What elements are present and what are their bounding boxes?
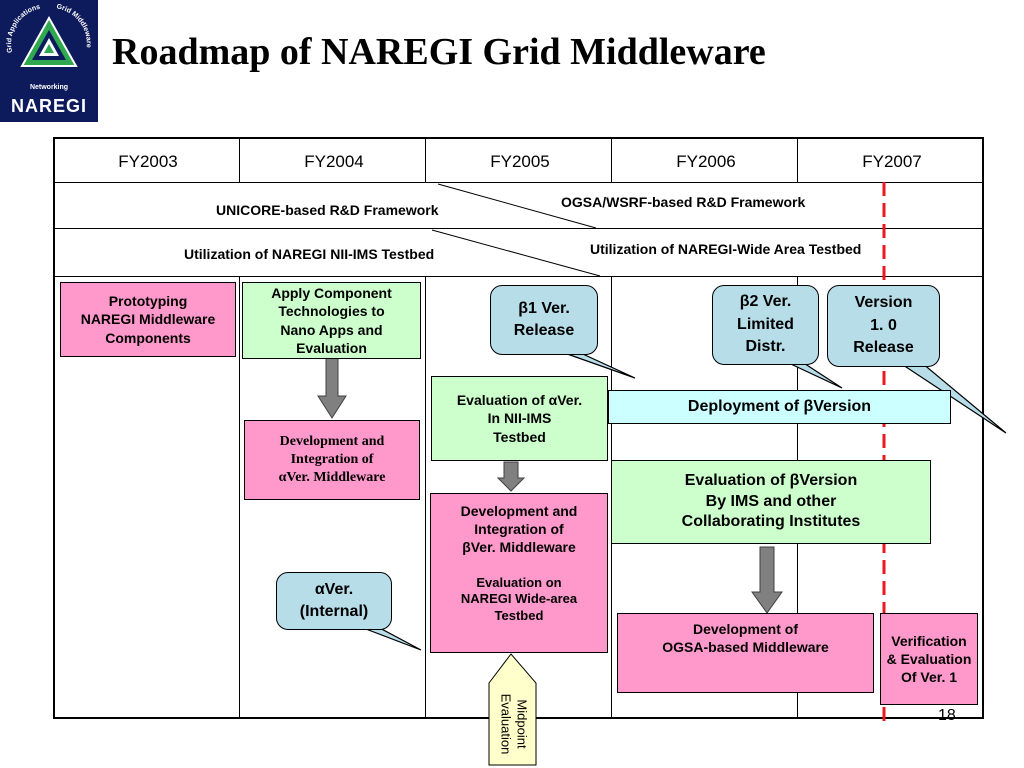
logo-wordmark: NAREGI	[10, 96, 87, 116]
beta2-distr-text: β2 Ver. Limited Distr.	[737, 293, 794, 356]
nii-ims-testbed-label: Utilization of NAREGI NII-IMS Testbed	[184, 246, 435, 262]
dev-alpha-box: Development and Integration of αVer. Mid…	[244, 420, 420, 500]
year-header-fy2005: FY2005	[490, 152, 550, 171]
apply-component-text: Apply Component Technologies to Nano App…	[271, 285, 392, 356]
year-header-fy2006: FY2006	[676, 152, 736, 171]
alpha-internal-text: αVer. (Internal)	[299, 580, 369, 620]
apply-component-box: Apply Component Technologies to Nano App…	[242, 282, 421, 359]
unicore-framework-label: UNICORE-based R&D Framework	[216, 202, 439, 218]
column-divider	[425, 137, 426, 182]
year-header-fy2004: FY2004	[304, 152, 364, 171]
dev-beta-box: Development and Integration of βVer. Mid…	[430, 493, 608, 653]
beta1-release-text: β1 Ver. Release	[513, 299, 575, 339]
deploy-beta-box: Deployment of βVersion	[608, 390, 951, 424]
naregi-emblem-icon: Grid Applications Grid Middleware	[6, 3, 92, 67]
logo-networking: Networking	[29, 84, 69, 91]
column-divider	[239, 137, 240, 182]
column-divider	[425, 276, 426, 719]
beta1-release-callout: β1 Ver. Release	[490, 285, 598, 355]
page-number: 18	[938, 707, 956, 724]
dev-alpha-text: Development and Integration of αVer. Mid…	[278, 433, 386, 486]
verification-box: Verification & Evaluation Of Ver. 1	[880, 613, 978, 705]
eval-alpha-box: Evaluation of αVer. In NII-IMS Testbed	[431, 376, 608, 461]
down-arrow-icon	[317, 357, 347, 419]
verification-text: Verification & Evaluation Of Ver. 1	[886, 632, 972, 686]
testbed-transition-line	[431, 229, 601, 277]
version1-release-text: Version 1. 0 Release	[853, 294, 914, 357]
year-header-fy2007: FY2007	[862, 152, 922, 171]
eval-beta-text: Evaluation of βVersion By IMS and other …	[681, 471, 861, 531]
alpha-internal-callout: αVer. (Internal)	[276, 572, 392, 630]
ogsa-framework-label: OGSA/WSRF-based R&D Framework	[561, 194, 806, 210]
dev-ogsa-box: Development of OGSA-based Middleware	[617, 613, 874, 693]
framework-transition-line	[437, 183, 597, 229]
wide-area-testbed-label: Utilization of NAREGI-Wide Area Testbed	[590, 241, 862, 257]
deploy-beta-text: Deployment of βVersion	[687, 397, 872, 415]
prototyping-box: Prototyping NAREGI Middleware Components	[60, 282, 236, 357]
midpoint-evaluation-label: Midpoint Evaluation	[489, 683, 537, 765]
column-divider	[797, 137, 798, 182]
page-title: Roadmap of NAREGI Grid Middleware	[112, 31, 766, 73]
beta2-distr-callout: β2 Ver. Limited Distr.	[712, 285, 819, 365]
naregi-logo: Grid Applications Grid Middleware	[0, 0, 98, 122]
dev-ogsa-text: Development of OGSA-based Middleware	[662, 621, 829, 656]
midpoint-evaluation-text: Midpoint Evaluation	[498, 693, 530, 755]
row-divider	[53, 276, 984, 277]
year-header-fy2003: FY2003	[118, 152, 178, 171]
prototyping-text: Prototyping NAREGI Middleware Components	[80, 293, 216, 346]
dev-beta-text: Development and Integration of βVer. Mid…	[460, 503, 578, 556]
header-divider	[53, 182, 984, 183]
down-arrow-icon	[751, 546, 783, 614]
column-divider	[611, 137, 612, 182]
column-divider	[239, 276, 240, 719]
eval-beta-box: Evaluation of βVersion By IMS and other …	[611, 460, 931, 544]
midpoint-evaluation-marker	[488, 653, 537, 766]
version1-release-callout: Version 1. 0 Release	[827, 285, 940, 367]
row-divider	[53, 228, 984, 229]
eval-alpha-text: Evaluation of αVer. In NII-IMS Testbed	[456, 392, 583, 445]
eval-wide-area-text: Evaluation on NAREGI Wide-area Testbed	[460, 574, 578, 624]
down-arrow-icon	[496, 461, 526, 492]
